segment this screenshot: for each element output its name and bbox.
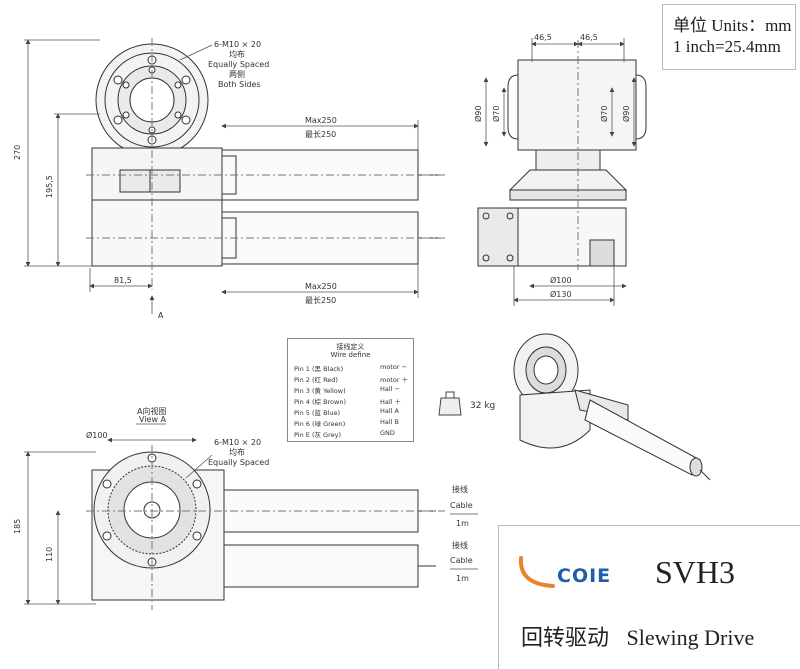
wire-fn-6: Hall B: [380, 418, 400, 426]
dim-offset: 81,5: [114, 276, 132, 285]
wire-pin-1: Pin 1 (黑 Black): [294, 365, 344, 373]
cable-bottom-len: 1m: [456, 574, 469, 583]
view-a-title-cn: A向视图: [137, 406, 166, 416]
dim-half-right: 46,5: [580, 33, 598, 42]
title-block: COIE SVH3 回转驱动 Slewing Drive: [498, 525, 800, 669]
front-view: [86, 38, 445, 290]
wire-fn-7: GND: [380, 429, 395, 437]
weight-value: 32 kg: [470, 401, 495, 411]
wire-fn-2: motor ＋: [380, 376, 409, 384]
flange-bolt-holes: [113, 55, 191, 145]
view-arrow-label: A: [158, 311, 164, 320]
view-a-bolt-note-3: Equally Spaced: [208, 458, 269, 467]
isometric-view: [513, 333, 711, 481]
motor-length-top-1: Max250: [305, 116, 337, 125]
model-name: SVH3: [655, 554, 736, 590]
view-a-dim-phi100: Ø100: [86, 430, 108, 440]
units-box: 单位 Units：mm 1 inch=25.4mm: [662, 4, 796, 70]
brand-name: COIE: [557, 565, 612, 587]
view-a-dim-center: 110: [45, 547, 54, 562]
cable-bottom-cn: 接线: [452, 540, 468, 550]
product-name-cn: 回转驱动: [521, 625, 610, 650]
bolt-note-line3: Equally Spaced: [208, 60, 269, 69]
bolt-note-line4: 两侧: [229, 69, 245, 79]
motor-length-bottom-1: Max250: [305, 282, 337, 291]
dim-phi90-left: Ø90: [473, 106, 483, 122]
motor-length-top-2: 最长250: [305, 129, 336, 139]
dim-total-height: 270: [13, 145, 22, 160]
dim-phi70-right: Ø70: [599, 106, 609, 122]
view-a-dim-height: 185: [13, 519, 22, 534]
wire-fn-1: motor −: [380, 363, 408, 371]
dim-phi100: Ø100: [550, 275, 572, 285]
side-view-dimensions: [483, 38, 637, 306]
bolt-note-line2: 均布: [229, 49, 245, 59]
units-line-1: 单位 Units：mm: [673, 16, 792, 35]
dim-center-height: 195,5: [45, 175, 54, 198]
wire-pin-3: Pin 3 (黄 Yellow): [294, 387, 346, 395]
product-name-en: Slewing Drive: [626, 625, 755, 650]
wire-pin-7: Pin E (灰 Grey): [294, 431, 341, 439]
dim-half-left: 46,5: [534, 33, 552, 42]
dim-phi130: Ø130: [550, 289, 572, 299]
weight-icon: [438, 391, 462, 416]
view-a-bolt-note-1: 6-M10 × 20: [214, 438, 261, 447]
product-name: 回转驱动 Slewing Drive: [521, 620, 754, 652]
wire-pin-5: Pin 5 (蓝 Blue): [294, 409, 340, 417]
cable-top-len: 1m: [456, 519, 469, 528]
view-a-dimensions: [24, 423, 478, 605]
brand-logo-icon: [518, 556, 555, 588]
motor-length-bottom-2: 最长250: [305, 295, 336, 305]
wire-title-cn: 接线定义: [336, 343, 365, 351]
wire-fn-5: Hall A: [380, 407, 399, 415]
wire-define-table: 接线定义 Wire define Pin 1 (黑 Black) motor −…: [287, 338, 414, 442]
bolt-note-line1: 6-M10 × 20: [214, 40, 261, 49]
view-a-title-en: View A: [139, 415, 167, 424]
dim-phi90-right: Ø90: [621, 106, 631, 122]
wire-pin-2: Pin 2 (红 Red): [294, 376, 338, 384]
view-a-bolt-note-2: 均布: [229, 447, 245, 457]
wire-pin-4: Pin 4 (棕 Brown): [294, 398, 347, 406]
bolt-note-line5: Both Sides: [218, 80, 261, 89]
side-view: [477, 40, 647, 270]
cable-top-cn: 接线: [452, 484, 468, 494]
cable-bottom-en: Cable: [450, 556, 473, 565]
front-view-dimensions: [24, 39, 419, 314]
dim-phi70-left: Ø70: [491, 106, 501, 122]
wire-fn-3: Hall −: [380, 385, 400, 393]
wire-title-en: Wire define: [330, 351, 371, 359]
wire-fn-4: Hall ＋: [380, 398, 402, 406]
units-line-2: 1 inch=25.4mm: [673, 37, 781, 56]
view-a: [86, 445, 445, 610]
cable-top-en: Cable: [450, 501, 473, 510]
wire-pin-6: Pin 6 (绿 Green): [294, 420, 346, 428]
view-a-bolt-holes: [102, 453, 202, 567]
